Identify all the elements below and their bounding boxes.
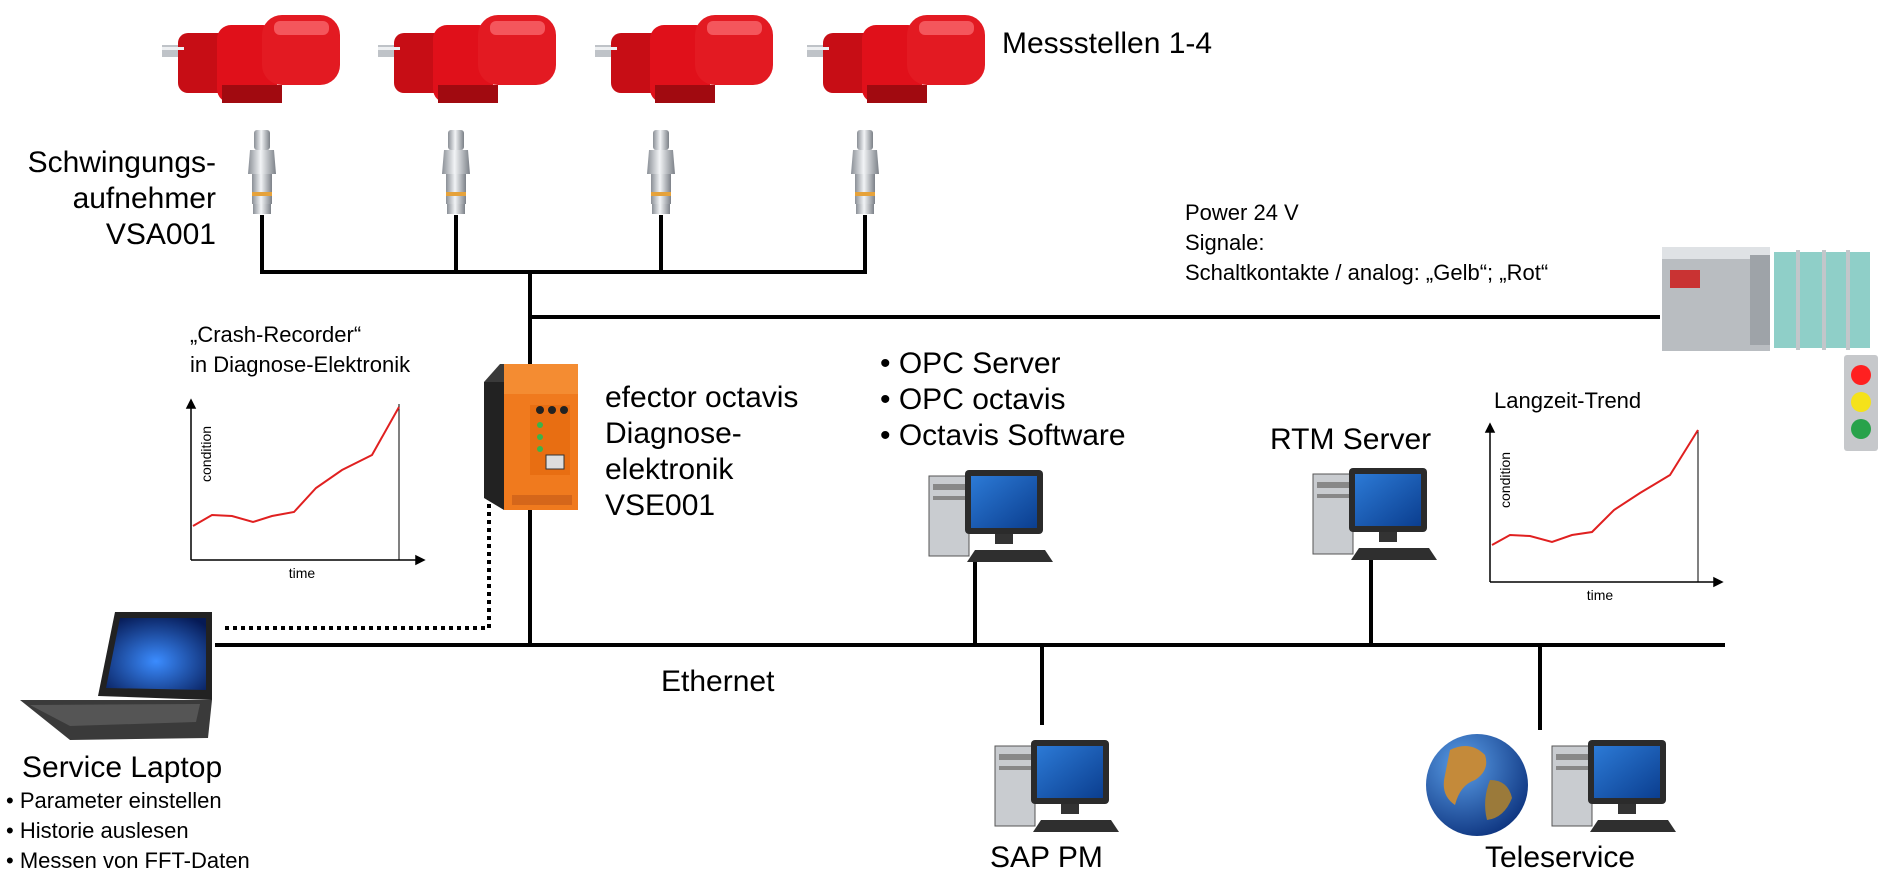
service-laptop-title: Service Laptop xyxy=(22,751,223,784)
service-laptop-items: • Parameter einstellen • Historie ausles… xyxy=(6,786,250,876)
trend-chart-y-label: condition xyxy=(1497,451,1513,508)
power-signals-text: Power 24 V Signale: Schaltkontakte / ana… xyxy=(1185,198,1548,288)
crash-recorder-label: „Crash-Recorder“ in Diagnose-Elektronik xyxy=(190,320,410,380)
power-line-2: Signale: xyxy=(1185,230,1265,255)
electronics-line-2: Diagnose- xyxy=(605,417,742,450)
sensor-label-line-1: Schwingungs- xyxy=(27,146,216,179)
ethernet-label: Ethernet xyxy=(661,665,775,698)
list-item: • Parameter einstellen xyxy=(6,788,222,813)
trend-chart-x-label: time xyxy=(1586,587,1614,603)
sap-pm-label: SAP PM xyxy=(990,841,1103,874)
opc-list-item: • OPC octavis xyxy=(880,383,1066,416)
list-item: • Historie auslesen xyxy=(6,818,189,843)
electronics-line-1: efector octavis xyxy=(605,381,799,414)
long-term-trend-label: Langzeit-Trend xyxy=(1494,388,1642,413)
rtm-server-label: RTM Server xyxy=(1270,423,1432,456)
crash-recorder-line-1: „Crash-Recorder“ xyxy=(190,322,362,347)
sensor-label-line-2: aufnehmer xyxy=(72,182,216,215)
sensor-label: Schwingungs- aufnehmer VSA001 xyxy=(0,145,216,253)
opc-list-item: • Octavis Software xyxy=(880,419,1126,452)
measuring-points-label: Messstellen 1-4 xyxy=(1002,27,1213,60)
power-line-1: Power 24 V xyxy=(1185,200,1299,225)
crash-recorder-trend-line xyxy=(192,406,400,527)
electronics-line-3: elektronik xyxy=(605,453,734,486)
electronics-line-4: VSE001 xyxy=(605,489,716,522)
electronics-label: efector octavis Diagnose- elektronik VSE… xyxy=(605,380,798,524)
crash-recorder-line-2: in Diagnose-Elektronik xyxy=(190,352,411,377)
sensor-label-line-3: VSA001 xyxy=(105,218,216,251)
opc-list-item: • OPC Server xyxy=(880,347,1061,380)
opc-list: • OPC Server • OPC octavis • Octavis Sof… xyxy=(880,346,1126,454)
list-item: • Messen von FFT-Daten xyxy=(6,848,250,873)
crash-chart-x-label: time xyxy=(288,565,316,581)
long-term-trend-line xyxy=(1491,429,1699,546)
teleservice-label: Teleservice xyxy=(1485,841,1636,874)
power-line-3: Schaltkontakte / analog: „Gelb“; „Rot“ xyxy=(1185,260,1549,285)
